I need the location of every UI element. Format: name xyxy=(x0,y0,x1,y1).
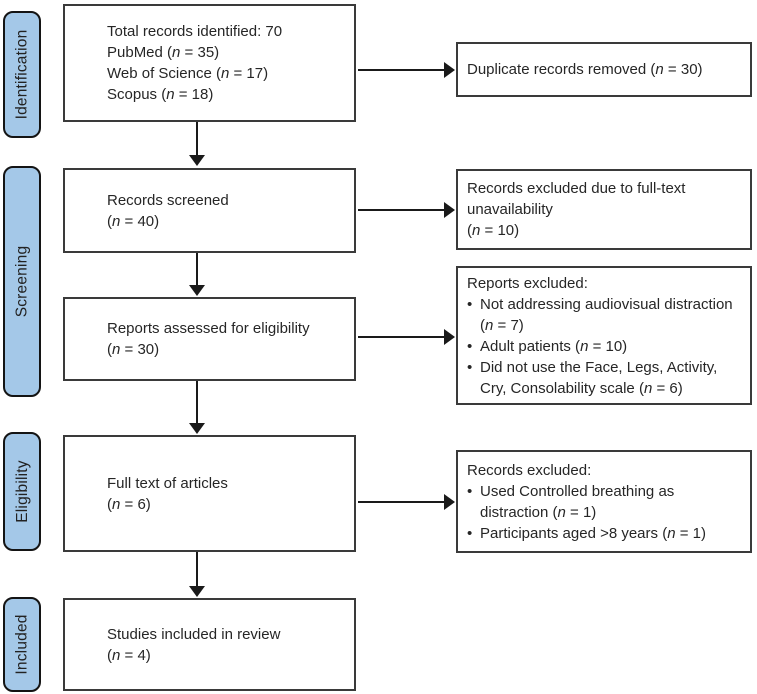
bullet-marker: • xyxy=(467,524,473,542)
bullet-text: Participants aged >8 years (n = 1) xyxy=(480,524,706,542)
arrowhead-right-icon xyxy=(444,329,455,345)
arrow-right-to-duplicates-removed xyxy=(358,62,455,78)
bullet-text: Did not use the Face, Legs, Activity, Cr… xyxy=(480,358,718,397)
box-text-line: Scopus (n = 18) xyxy=(107,86,214,103)
bullet-text: Used Controlled breathing as distraction… xyxy=(480,482,675,521)
box-text-line: (n = 4) xyxy=(107,646,151,664)
bullet-text: Not addressing audiovisual distraction (… xyxy=(480,295,733,334)
stage-included: Included xyxy=(3,597,41,692)
stage-label-eligibility: Eligibility xyxy=(13,460,31,523)
bullet-item: • Participants aged >8 years (n = 1) xyxy=(467,523,744,544)
box-reports-assessed: Reports assessed for eligibility (n = 30… xyxy=(63,297,356,381)
box-text-line: PubMed (n = 35) xyxy=(107,44,220,61)
arrow-right-to-reports-excluded xyxy=(358,329,455,345)
arrowhead-right-icon xyxy=(444,202,455,218)
bullet-marker: • xyxy=(467,482,473,500)
box-records-screened: Records screened (n = 40) xyxy=(63,168,356,253)
box-text-line: Duplicate records removed (n = 30) xyxy=(467,61,703,78)
bullet-marker: • xyxy=(467,358,473,376)
bullet-item: • Did not use the Face, Legs, Activity, … xyxy=(467,357,744,399)
arrowhead-down-icon xyxy=(189,285,205,296)
arrow-down-screened-to-assessed xyxy=(189,253,205,296)
bullet-item: • Adult patients (n = 10) xyxy=(467,336,744,357)
box-text-line: Full text of articles xyxy=(107,474,228,492)
arrow-down-fulltext-to-included xyxy=(189,552,205,597)
stage-screening: Screening xyxy=(3,166,41,397)
stage-label-screening: Screening xyxy=(13,245,31,318)
box-text-line: (n = 10) xyxy=(467,222,520,239)
box-title: Records excluded: xyxy=(467,461,592,479)
arrowhead-down-icon xyxy=(189,155,205,166)
arrow-down-identified-to-screened xyxy=(189,122,205,166)
box-reports-excluded: Reports excluded: • Not addressing audio… xyxy=(456,266,752,405)
bullet-item: • Used Controlled breathing as distracti… xyxy=(467,481,744,523)
stage-label-identification: Identification xyxy=(13,29,31,120)
box-text-line: Total records identified: 70 xyxy=(107,23,283,40)
arrowhead-right-icon xyxy=(444,62,455,78)
box-text-line: (n = 40) xyxy=(107,212,160,230)
box-full-text-articles: Full text of articles (n = 6) xyxy=(63,435,356,552)
box-records-excluded-fulltext: Records excluded due to full-text unavai… xyxy=(456,169,752,250)
bullet-text: Adult patients (n = 10) xyxy=(480,337,628,355)
box-studies-included: Studies included in review (n = 4) xyxy=(63,598,356,691)
stage-eligibility: Eligibility xyxy=(3,432,41,551)
stage-label-included: Included xyxy=(13,614,31,675)
arrowhead-down-icon xyxy=(189,586,205,597)
box-text-line: Web of Science (n = 17) xyxy=(107,65,269,82)
bullet-marker: • xyxy=(467,295,473,313)
arrowhead-right-icon xyxy=(444,494,455,510)
stage-identification: Identification xyxy=(3,11,41,138)
box-text-line: Studies included in review xyxy=(107,625,281,643)
box-duplicate-records-removed: Duplicate records removed (n = 30) xyxy=(456,42,752,97)
arrowhead-down-icon xyxy=(189,423,205,434)
arrow-right-to-excluded-fulltext xyxy=(358,202,455,218)
box-text-line: (n = 6) xyxy=(107,495,151,513)
arrow-right-to-records-excluded xyxy=(358,494,455,510)
arrow-down-assessed-to-fulltext xyxy=(189,381,205,434)
bullet-marker: • xyxy=(467,337,473,355)
box-title: Reports excluded: xyxy=(467,274,588,292)
box-records-identified: Total records identified: 70 PubMed (n =… xyxy=(63,4,356,122)
box-text-line: (n = 30) xyxy=(107,341,160,358)
box-text-line: Records screened xyxy=(107,191,229,209)
box-text-line: Reports assessed for eligibility xyxy=(107,320,310,337)
box-text-line: Records excluded due to full-text unavai… xyxy=(467,180,686,218)
bullet-item: • Not addressing audiovisual distraction… xyxy=(467,294,744,336)
box-records-excluded: Records excluded: • Used Controlled brea… xyxy=(456,450,752,553)
